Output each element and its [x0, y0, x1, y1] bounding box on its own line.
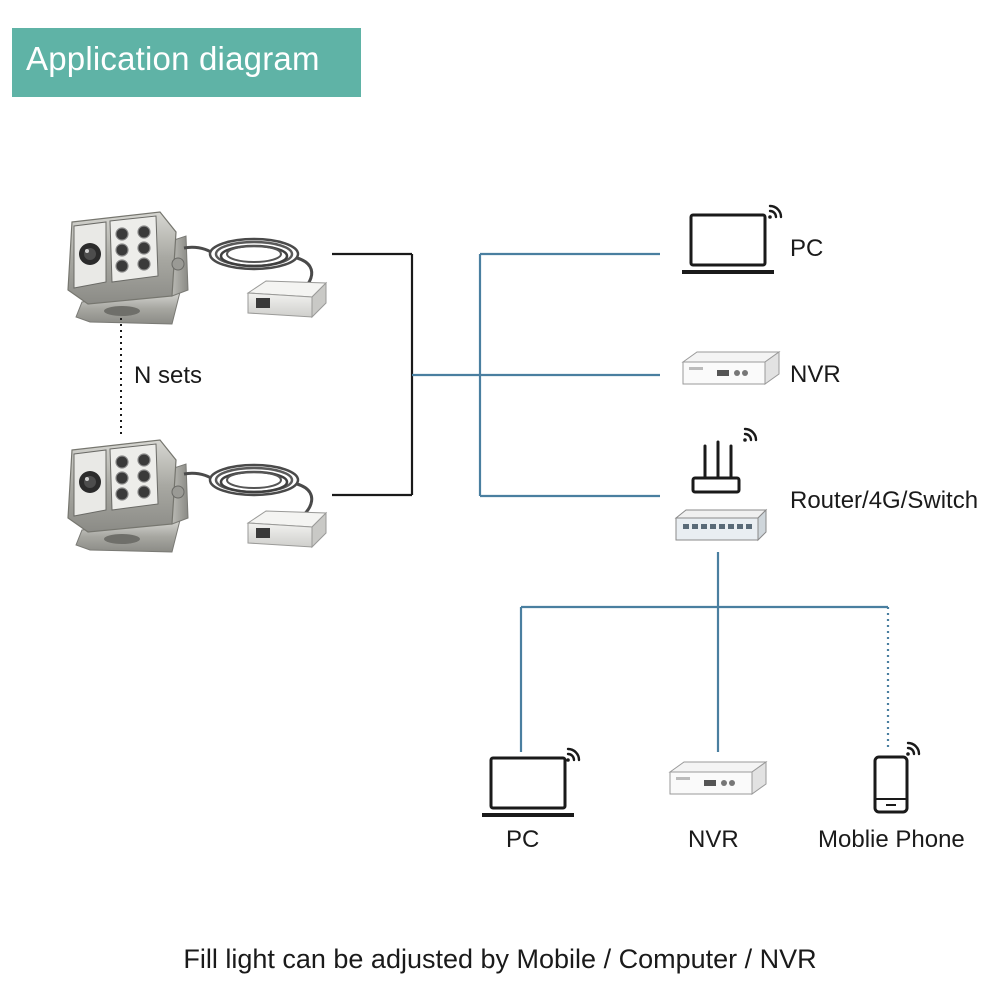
pc-top-label: PC	[790, 235, 824, 262]
caption: Fill light can be adjusted by Mobile / C…	[183, 944, 817, 974]
wifi-icon	[742, 427, 758, 443]
switch-icon	[674, 508, 768, 542]
nvr-icon	[682, 351, 780, 385]
header-banner	[12, 28, 361, 97]
poe-injector-icon	[247, 510, 327, 548]
poe-injector-icon	[247, 280, 327, 318]
router-icon	[691, 440, 741, 494]
phone-label: Moblie Phone	[818, 826, 965, 853]
nvr-icon	[669, 761, 767, 795]
laptop-icon	[480, 756, 576, 819]
pc-bottom-label: PC	[506, 826, 540, 853]
nvr-top-label: NVR	[790, 361, 841, 388]
camera-icon	[67, 211, 189, 325]
wifi-icon	[905, 741, 921, 757]
network-lines	[412, 252, 888, 752]
router-label: Router/4G/Switch	[790, 487, 979, 514]
n-sets-label: N sets	[134, 362, 203, 389]
camera-icon	[67, 439, 189, 553]
laptop-icon	[680, 213, 776, 276]
wifi-icon	[767, 204, 783, 221]
camera-bracket-line	[332, 252, 414, 497]
nvr-bottom-label: NVR	[688, 826, 739, 853]
diagram-title: Application diagram	[26, 40, 320, 77]
wifi-icon	[565, 747, 581, 763]
phone-icon	[873, 755, 909, 814]
